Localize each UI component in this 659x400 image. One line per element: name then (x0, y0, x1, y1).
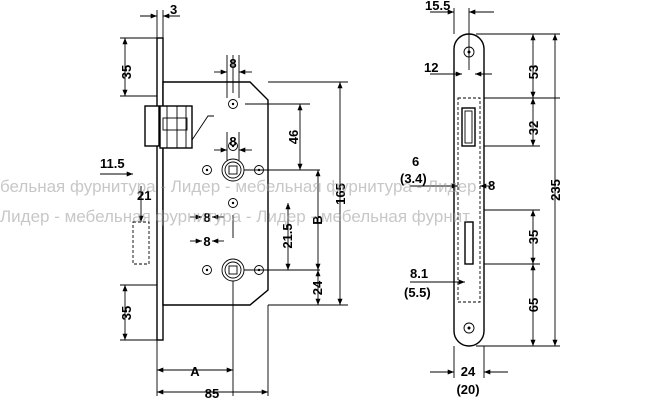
dim-235: 235 (548, 179, 563, 201)
dim-20: (20) (456, 382, 479, 397)
dim-32: 32 (526, 121, 541, 135)
dim-8-a: 8 (203, 210, 210, 225)
dim-24-right: 24 (461, 364, 476, 379)
dim-35-right: 35 (526, 230, 541, 244)
right-faceplate-view: 15.5 12 53 32 6 (3.4) 8 235 35 8.1 (5.5)… (400, 0, 563, 397)
dim-8-right: 8 (488, 178, 495, 193)
faceplate-inner-dashed (457, 97, 481, 303)
dim-165: 165 (333, 183, 348, 205)
dim-8-top: 8 (229, 56, 236, 71)
dim-11-5: 11.5 (100, 156, 125, 171)
dim-3-4: (3.4) (400, 171, 427, 186)
bolt-opening (464, 221, 474, 265)
dim-85: 85 (205, 386, 219, 400)
dim-21: 21 (137, 188, 151, 203)
dim-8-1: 8.1 (410, 266, 428, 281)
dim-8-b: 8 (203, 234, 210, 249)
dim-21-5: 21.5 (280, 223, 295, 248)
lower-bolt-dashed (132, 221, 150, 265)
dim-15-5: 15.5 (425, 0, 450, 13)
dim-A: A (190, 364, 200, 379)
dim-46: 46 (286, 130, 301, 144)
dim-6: 6 (412, 154, 419, 169)
watermark-line-1: бельная фурнитура - Лидер - мебельная фу… (0, 177, 476, 196)
dim-B: B (310, 215, 325, 224)
dim-8-mid: 8 (229, 134, 236, 149)
latch-opening (461, 107, 476, 147)
dim-5-5: (5.5) (404, 285, 431, 300)
dim-24-left: 24 (310, 280, 325, 295)
dim-12: 12 (424, 60, 438, 75)
dim-3: 3 (170, 2, 177, 17)
mounting-holes (202, 99, 264, 275)
left-lock-view: 3 35 8 8 46 11.5 21 8 8 21.5 B 165 24 35… (100, 2, 348, 400)
dim-35-top: 35 (119, 65, 134, 79)
dim-35-bottom: 35 (119, 306, 134, 320)
dim-65: 65 (526, 298, 541, 312)
latch-bolt (144, 105, 160, 147)
dim-53: 53 (526, 65, 541, 79)
watermark-line-2: Лидер - мебельная фурнитура - Лидер - ме… (0, 207, 470, 226)
